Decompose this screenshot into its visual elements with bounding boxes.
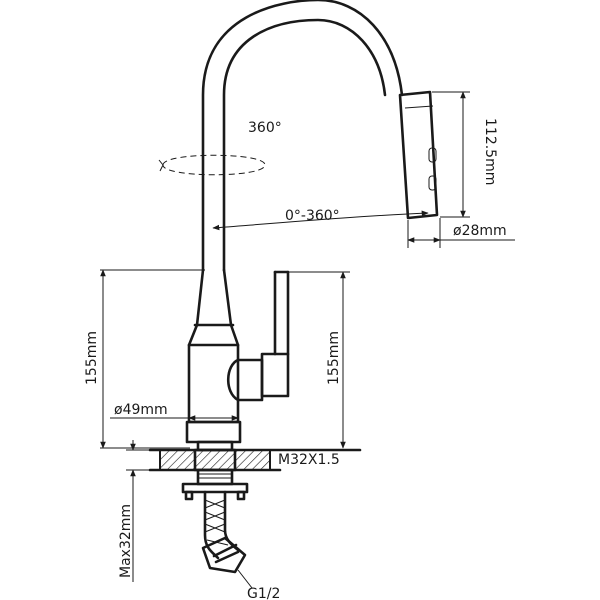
dimension-height-left <box>100 269 205 449</box>
label-max-thickness: Max32mm <box>118 504 134 578</box>
label-head-diameter: ø28mm <box>453 223 507 239</box>
spray-head <box>398 90 439 220</box>
dimension-head-diameter <box>407 218 515 248</box>
label-rotation-head: 0°-360° <box>285 208 340 224</box>
label-height-left: 155mm <box>84 331 100 385</box>
inlet-leader <box>237 569 253 589</box>
label-rotation-spout: 360° <box>248 120 282 136</box>
label-thread: M32X1.5 <box>278 452 340 468</box>
label-body-diameter: ø49mm <box>114 402 168 418</box>
dimension-pullout <box>432 91 470 218</box>
faucet-body <box>185 268 242 444</box>
threaded-shank <box>181 440 249 501</box>
dimension-height-right <box>288 271 350 449</box>
label-height-right: 155mm <box>326 331 342 385</box>
dimension-max-thickness <box>126 440 160 582</box>
braided-hose <box>203 490 240 560</box>
label-pullout-length: 112.5mm <box>482 118 498 185</box>
inlet-nut <box>201 536 247 574</box>
spout-rotation-ellipse <box>158 154 266 176</box>
label-inlet-thread: G1/2 <box>247 586 280 600</box>
head-rotation-arrow <box>212 210 429 231</box>
spout <box>201 0 404 272</box>
handle <box>226 270 290 402</box>
